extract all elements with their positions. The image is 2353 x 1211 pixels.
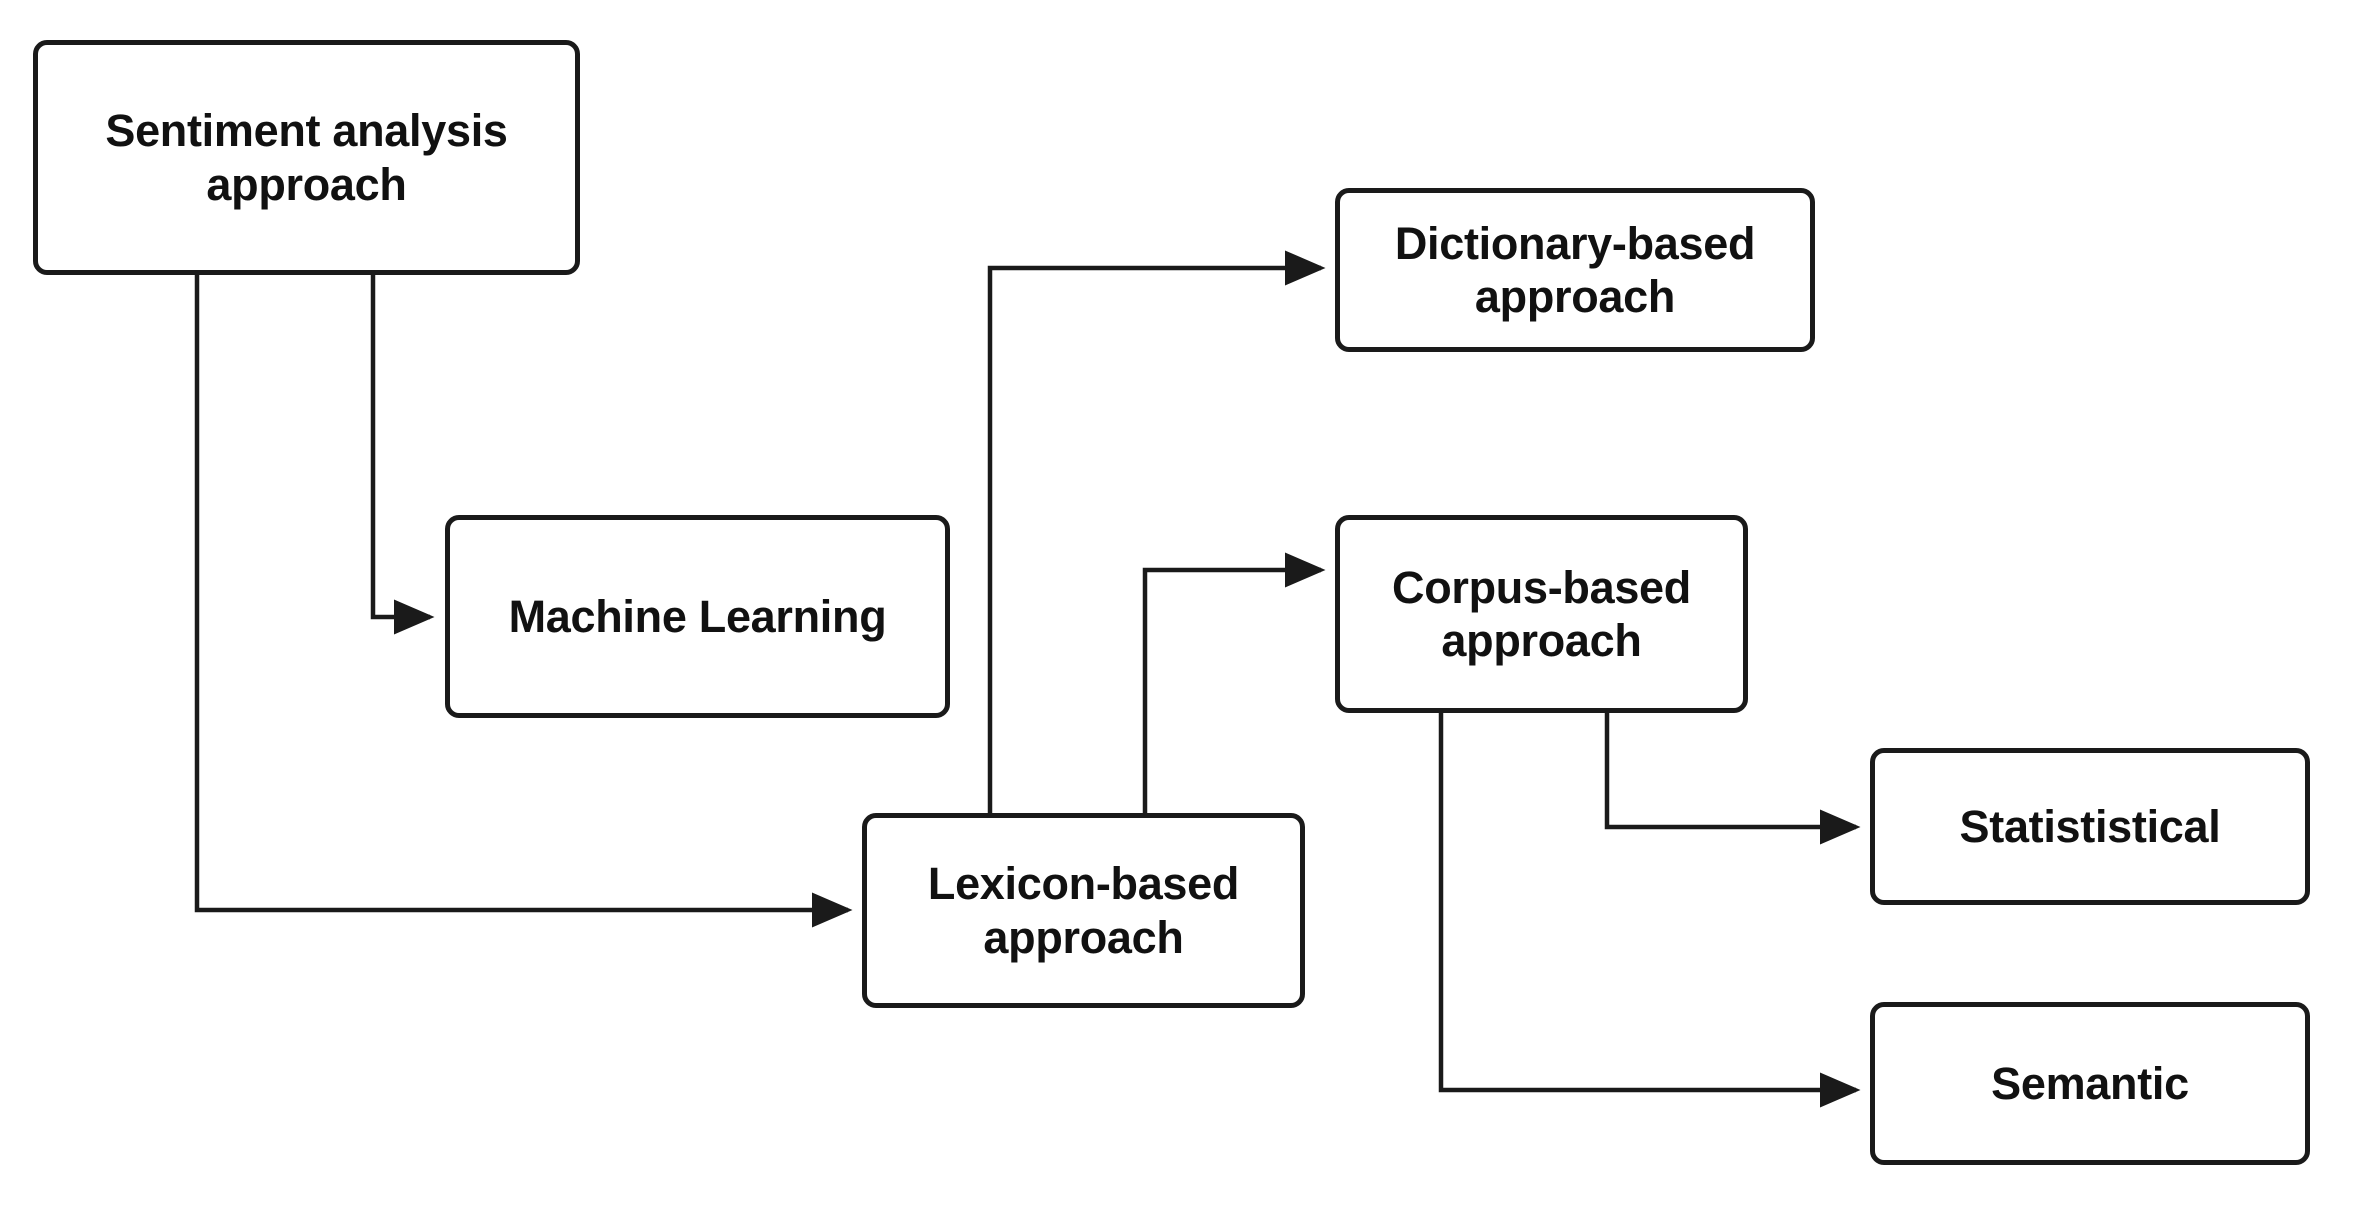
node-label: Statististical <box>1959 800 2221 852</box>
node-dictionary-based-approach[interactable]: Dictionary-based approach <box>1335 188 1815 352</box>
node-sentiment-analysis-approach[interactable]: Sentiment analysis approach <box>33 40 580 275</box>
edge-lexicon-to-corpus <box>1142 552 1326 813</box>
node-lexicon-based-approach[interactable]: Lexicon-based approach <box>862 813 1305 1008</box>
node-machine-learning[interactable]: Machine Learning <box>445 515 950 718</box>
edge-corpus-to-statistical <box>1604 713 1861 845</box>
node-corpus-based-approach[interactable]: Corpus-based approach <box>1335 515 1748 713</box>
node-semantic[interactable]: Semantic <box>1870 1002 2310 1165</box>
edge-lexicon-to-dictionary <box>987 250 1326 813</box>
node-label: Corpus-based approach <box>1392 561 1691 666</box>
node-label: Dictionary-based approach <box>1394 217 1756 322</box>
node-label: Semantic <box>1991 1057 2189 1109</box>
node-statistical[interactable]: Statististical <box>1870 748 2310 905</box>
node-label: Machine Learning <box>508 590 887 642</box>
edge-corpus-to-semantic <box>1438 713 1861 1108</box>
edge-root-to-machine-learning <box>370 275 435 635</box>
node-label: Sentiment analysis approach <box>105 105 508 210</box>
node-label: Lexicon-based approach <box>927 858 1240 963</box>
